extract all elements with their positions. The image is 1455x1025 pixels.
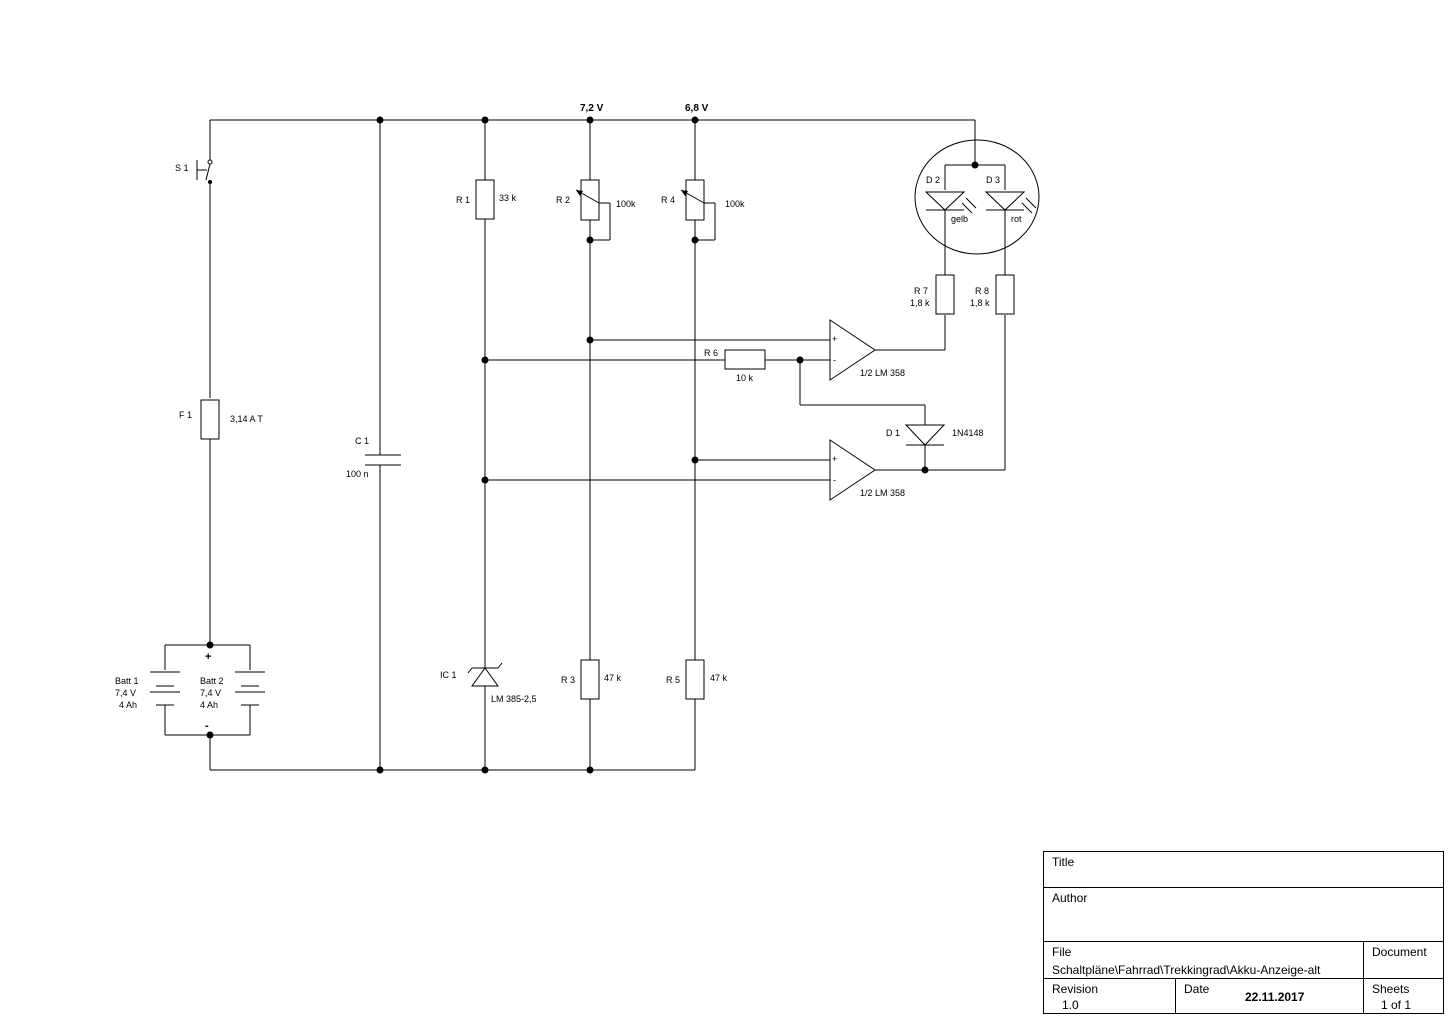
switch-s1: S 1 [175, 120, 213, 398]
r8-value: 1,8 k [970, 298, 990, 308]
date-value: 22.11.2017 [1245, 990, 1305, 1004]
r7-value: 1,8 k [910, 298, 930, 308]
opamp-2: + - 1/2 LM 358 [485, 315, 1006, 501]
title-label: Title [1052, 855, 1075, 869]
c1-label: C 1 [355, 436, 369, 446]
sheets-cell: Sheets 1 of 1 [1364, 979, 1443, 1013]
revision-value: 1.0 [1062, 998, 1079, 1012]
capacitor-c1: C 1 100 n [346, 116, 401, 774]
r5-value: 47 k [710, 673, 728, 683]
f1-value: 3,14 A T [230, 414, 263, 424]
r6-value: 10 k [736, 373, 754, 383]
d2-color: gelb [951, 214, 968, 224]
d1-label: D 1 [886, 428, 900, 438]
author-label: Author [1052, 891, 1088, 905]
batt2-name: Batt 2 [200, 676, 224, 686]
batt1-name: Batt 1 [115, 676, 139, 686]
opamp1-label: 1/2 LM 358 [860, 368, 905, 378]
f1-label: F 1 [179, 410, 192, 420]
opamp2-label: 1/2 LM 358 [860, 488, 905, 498]
diode-d1: D 1 1N4148 [886, 424, 984, 470]
r1-value: 33 k [499, 193, 517, 203]
opamp1-plus: + [832, 334, 837, 344]
rail-72v-label: 7,2 V [580, 103, 604, 114]
reference-branch: R 1 33 k IC 1 LM 385-2,5 [440, 116, 537, 774]
c1-value: 100 n [346, 469, 369, 479]
r1-label: R 1 [456, 195, 470, 205]
r2-label: R 2 [556, 195, 570, 205]
led-resistors: R 7 1,8 k R 8 1,8 k [910, 274, 1015, 315]
document-cell: Document [1364, 942, 1443, 979]
s1-label: S 1 [175, 163, 189, 173]
rail-68v-label: 6,8 V [685, 103, 709, 114]
sheets-value: 1 of 1 [1381, 998, 1412, 1012]
d3-label: D 3 [986, 175, 1000, 185]
sheets-label: Sheets [1372, 982, 1410, 996]
r2-value: 100k [616, 199, 636, 209]
r8-label: R 8 [975, 286, 989, 296]
file-path: Schaltpläne\Fahrrad\Trekkingrad\Akku-Anz… [1052, 963, 1321, 977]
r3-label: R 3 [561, 675, 575, 685]
opamp2-plus: + [832, 454, 837, 464]
divider-68v: 6,8 V R 4 100k R 5 47 k [661, 103, 745, 770]
r3-value: 47 k [604, 673, 622, 683]
revision-label: Revision [1052, 982, 1099, 996]
date-label: Date [1184, 982, 1210, 996]
file-label: File [1052, 945, 1072, 959]
battery-plus-label: + [205, 651, 211, 663]
ic1-label: IC 1 [440, 670, 457, 680]
title-block: Title Author File Schaltpläne\Fahrrad\Tr… [1043, 851, 1444, 1014]
batt2-voltage: 7,4 V [200, 688, 221, 698]
author-cell: Author [1044, 888, 1443, 942]
batt1-capacity: 4 Ah [119, 700, 137, 710]
opamp2-minus: - [833, 475, 836, 485]
r4-value: 100k [725, 199, 745, 209]
fuse-f1: F 1 3,14 A T [179, 399, 263, 645]
d3-color: rot [1011, 214, 1022, 224]
opamp-1: + - R 6 10 k 1/2 LM 358 [485, 315, 946, 425]
opamp1-minus: - [833, 355, 836, 365]
r7-label: R 7 [914, 286, 928, 296]
divider-72v: 7,2 V R 2 100k R 3 47 k [556, 103, 636, 774]
led-housing: D 2 gelb D 3 rot [914, 139, 1040, 275]
document-label: Document [1372, 945, 1427, 959]
date-cell: Date 22.11.2017 [1176, 979, 1364, 1013]
d2-label: D 2 [926, 175, 940, 185]
ic1-value: LM 385-2,5 [491, 694, 537, 704]
top-rail [210, 119, 976, 165]
d1-value: 1N4148 [952, 428, 984, 438]
title-cell: Title [1044, 852, 1443, 888]
r6-label: R 6 [704, 348, 718, 358]
battery-minus-label: - [205, 720, 209, 732]
r5-label: R 5 [666, 675, 680, 685]
batt1-voltage: 7,4 V [115, 688, 136, 698]
r4-label: R 4 [661, 195, 675, 205]
battery-bank: + - Batt 1 7,4 V 4 Ah Batt 2 7,4 V 4 Ah [115, 641, 265, 770]
batt2-capacity: 4 Ah [200, 700, 218, 710]
file-cell: File Schaltpläne\Fahrrad\Trekkingrad\Akk… [1044, 942, 1364, 979]
revision-cell: Revision 1.0 [1044, 979, 1176, 1013]
